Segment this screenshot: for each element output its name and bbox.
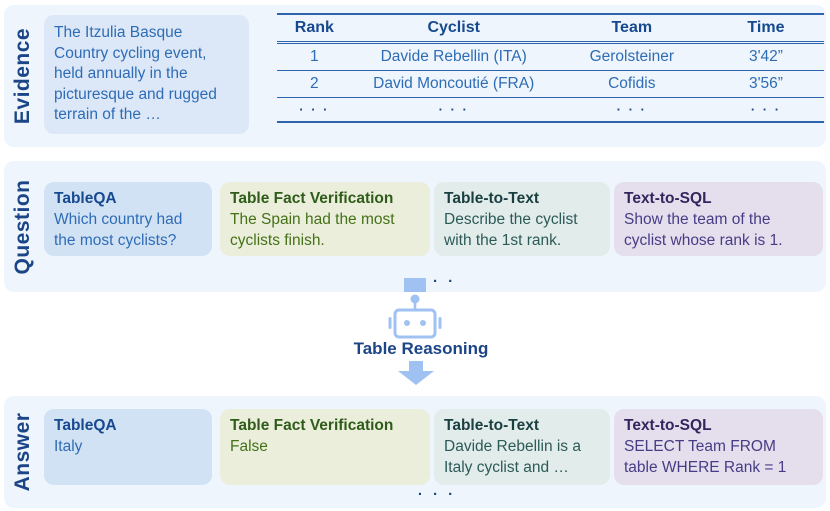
cell-rank: 1 bbox=[277, 42, 352, 71]
robot-icon bbox=[385, 278, 445, 345]
question-text-table-to-text: Describe the cyclist with the 1st rank. bbox=[444, 211, 578, 249]
question-card-tableqa: TableQA Which country had the most cycli… bbox=[44, 182, 212, 256]
task-title-fact-verification: Table Fact Verification bbox=[230, 417, 394, 434]
cell-rank: 2 bbox=[277, 70, 352, 98]
task-title-tableqa: TableQA bbox=[54, 417, 117, 434]
answer-section: Answer TableQA Italy Table Fact Verifica… bbox=[4, 396, 826, 508]
cell-ellipsis: · · · bbox=[351, 97, 556, 123]
cell-cyclist: David Moncoutié (FRA) bbox=[351, 70, 556, 98]
answer-text-tableqa: Italy bbox=[54, 438, 83, 455]
evidence-section: Evidence The Itzulia Basque Country cycl… bbox=[4, 5, 826, 147]
answer-text-fact-verification: False bbox=[230, 438, 268, 455]
question-text-fact-verification: The Spain had the most cyclists finish. bbox=[230, 211, 395, 249]
question-text-text-to-sql: Show the team of the cyclist whose rank … bbox=[624, 211, 783, 249]
cell-time: 3'42” bbox=[707, 42, 824, 71]
question-section: Question TableQA Which country had the m… bbox=[4, 161, 826, 292]
cell-ellipsis: · · · bbox=[277, 97, 352, 123]
answer-card-tableqa: TableQA Italy bbox=[44, 409, 212, 485]
question-text-tableqa: Which country had the most cyclists? bbox=[54, 211, 183, 249]
cell-ellipsis: · · · bbox=[707, 97, 824, 123]
answer-card-table-to-text: Table-to-Text Davide Rebellin is a Italy… bbox=[434, 409, 610, 485]
column-header-rank: Rank bbox=[277, 13, 352, 44]
table-row: 2 David Moncoutié (FRA) Cofidis 3'56” bbox=[277, 70, 824, 98]
evidence-table: Rank Cyclist Team Time 1 Davide Rebellin… bbox=[277, 13, 824, 123]
evidence-label: Evidence bbox=[11, 27, 34, 125]
task-title-tableqa: TableQA bbox=[54, 190, 117, 207]
table-reasoning-label: Table Reasoning bbox=[353, 339, 489, 358]
question-card-text-to-sql: Text-to-SQL Show the team of the cyclist… bbox=[614, 182, 823, 256]
answer-text-text-to-sql: SELECT Team FROM table WHERE Rank = 1 bbox=[624, 438, 787, 476]
answer-label: Answer bbox=[11, 412, 34, 492]
cell-team: Cofidis bbox=[555, 70, 708, 98]
cell-team: Gerolsteiner bbox=[555, 42, 708, 71]
task-title-table-to-text: Table-to-Text bbox=[444, 190, 540, 207]
task-title-text-to-sql: Text-to-SQL bbox=[624, 190, 712, 207]
column-header-cyclist: Cyclist bbox=[351, 13, 556, 44]
cell-cyclist: Davide Rebellin (ITA) bbox=[351, 42, 556, 71]
answer-ellipsis: · · · bbox=[417, 486, 457, 503]
table-header-row: Rank Cyclist Team Time bbox=[277, 13, 824, 44]
cell-ellipsis: · · · bbox=[555, 97, 708, 123]
question-ellipsis: · · · bbox=[417, 273, 457, 290]
cell-time: 3'56” bbox=[707, 70, 824, 98]
table-row: 1 Davide Rebellin (ITA) Gerolsteiner 3'4… bbox=[277, 42, 824, 71]
question-card-fact-verification: Table Fact Verification The Spain had th… bbox=[220, 182, 430, 256]
task-title-fact-verification: Table Fact Verification bbox=[230, 190, 394, 207]
answer-card-text-to-sql: Text-to-SQL SELECT Team FROM table WHERE… bbox=[614, 409, 823, 485]
arrow-down-icon bbox=[398, 361, 434, 390]
answer-text-table-to-text: Davide Rebellin is a Italy cyclist and … bbox=[444, 438, 581, 476]
column-header-time: Time bbox=[707, 13, 824, 44]
table-row-ellipsis: · · · · · · · · · · · · bbox=[277, 97, 824, 123]
evidence-passage: The Itzulia Basque Country cycling event… bbox=[44, 15, 249, 134]
question-label: Question bbox=[11, 178, 34, 275]
task-title-table-to-text: Table-to-Text bbox=[444, 417, 540, 434]
question-card-table-to-text: Table-to-Text Describe the cyclist with … bbox=[434, 182, 610, 256]
column-header-team: Team bbox=[555, 13, 708, 44]
answer-card-fact-verification: Table Fact Verification False bbox=[220, 409, 430, 485]
task-title-text-to-sql: Text-to-SQL bbox=[624, 417, 712, 434]
